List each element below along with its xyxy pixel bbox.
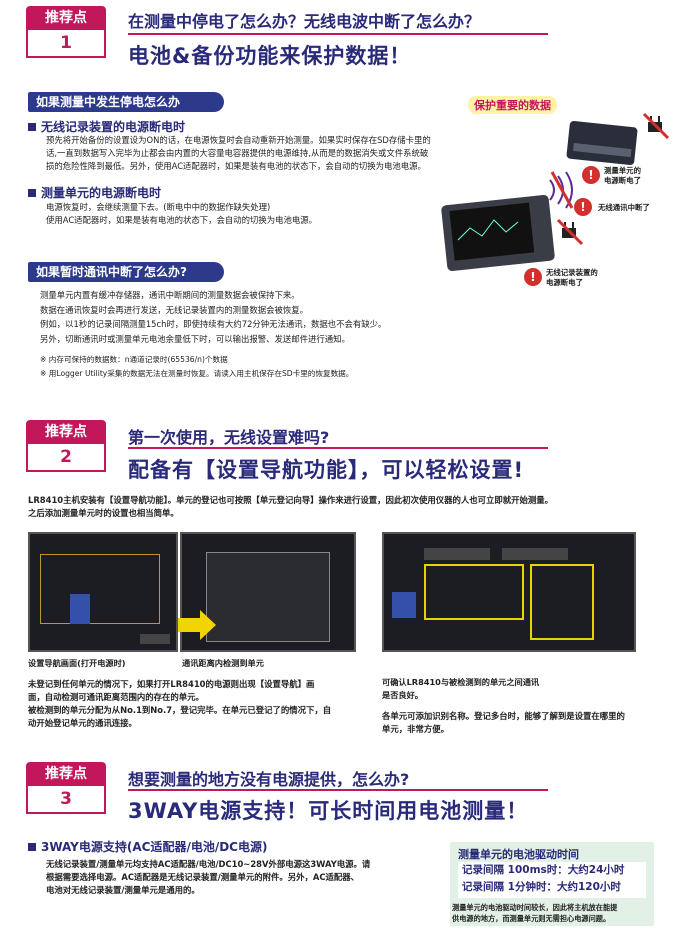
point-badge-3: 推荐点 3 bbox=[26, 762, 106, 814]
note-logger-utility: ※ 用Logger Utility采集的数据无法在测量时恢复。请读入用主机保存在… bbox=[40, 369, 354, 378]
para-3way-power: 无线记录装置/测量单元均支持AC适配器/电池/DC10~28V外部电源这3WAY… bbox=[46, 859, 371, 895]
para-comm: 测量单元内置有缓冲存储器，通讯中断期间的测量数据会被保持下来。数据在通讯恢复时会… bbox=[40, 290, 387, 344]
section1-title: 电池&备份功能来保护数据！ bbox=[128, 44, 412, 68]
subhead-3way-power: 3WAY电源支持(AC适配器/电池/DC电源) bbox=[28, 838, 267, 855]
section1-pill-comm: 如果暂时通讯中断了怎么办? bbox=[28, 262, 224, 282]
badge-number: 1 bbox=[26, 30, 106, 58]
measurement-unit-icon bbox=[566, 120, 638, 166]
section1-pill-power: 如果测量中发生停电怎么办 bbox=[28, 92, 224, 112]
divider bbox=[128, 789, 548, 791]
wireless-logger-icon bbox=[441, 195, 555, 271]
alert-icon: ! bbox=[574, 198, 592, 216]
arrow-right-icon bbox=[178, 610, 216, 640]
para-logger-power: 预先将开始备份的设置设为ON的话，在电源恢复时会自动重新开始测量。如果实时保存在… bbox=[46, 135, 431, 171]
section2-title: 配备有【设置导航功能】，可以轻松设置! bbox=[128, 458, 525, 482]
plug-icon bbox=[556, 218, 584, 246]
section1-subtitle: 在测量中停电了怎么办？无线电波中断了怎么办？ bbox=[128, 12, 481, 31]
para-setup-navi: 未登记到任何单元的情况下，如果打开LR8410的电源则出现【设置导航】画面，自动… bbox=[28, 679, 332, 728]
caption-comm-check: 可确认LR8410与被检测到的单元之间通讯是否良好。 bbox=[382, 677, 540, 700]
caption-unit-detect: 通讯距离内检测到单元 bbox=[182, 658, 264, 668]
badge-label: 推荐点 bbox=[26, 762, 106, 786]
note-memory: ※ 内存可保持的数据数：n通道记录时(65536/n)个数据 bbox=[40, 355, 228, 364]
bullet-square-icon bbox=[28, 123, 36, 131]
section3-title: 3WAY电源支持！可长时间用电池测量！ bbox=[128, 799, 529, 823]
badge-number: 2 bbox=[26, 444, 106, 472]
battery-time-box: 测量单元的电池驱动时间 记录间隔 100ms时：大约24小时记录间隔 1分钟时：… bbox=[450, 842, 654, 926]
alert-icon: ! bbox=[524, 268, 542, 286]
subhead-logger-power: 无线记录装置的电源断电时 bbox=[28, 118, 185, 135]
badge-number: 3 bbox=[26, 786, 106, 814]
tag-comm: 无线通讯中断了 bbox=[598, 203, 650, 212]
comm-check-screenshot bbox=[382, 532, 636, 652]
unit-detect-screenshot bbox=[180, 532, 356, 652]
battery-box-rows: 记录间隔 100ms时：大约24小时记录间隔 1分钟时：大约120小时 bbox=[458, 862, 646, 898]
caption-setup-navi: 设置导航画面(打开电源时) bbox=[28, 658, 126, 668]
subhead-unit-power: 测量单元的电源断电时 bbox=[28, 184, 161, 201]
logger-illustration bbox=[441, 112, 670, 271]
para-setup-intro: LR8410主机安装有【设置导航功能】。单元的登记也可按照【单元登记向导】操作来… bbox=[28, 495, 554, 518]
battery-box-note: 测量单元的电池驱动时间较长，因此将主机放在能提供电源的地方，而测量单元则无需担心… bbox=[452, 903, 618, 923]
battery-box-title: 测量单元的电池驱动时间 bbox=[458, 848, 579, 861]
alert-icon: ! bbox=[582, 166, 600, 184]
setup-navi-screenshot bbox=[28, 532, 178, 652]
protect-data-label: 保护重要的数据 bbox=[468, 96, 557, 114]
para-unit-name: 各单元可添加识别名称。登记多台时，能够了解到是设置在哪里的单元，非常方便。 bbox=[382, 711, 625, 734]
point-badge-1: 推荐点 1 bbox=[26, 6, 106, 58]
divider bbox=[128, 33, 548, 35]
badge-label: 推荐点 bbox=[26, 420, 106, 444]
section3-subtitle: 想要测量的地方没有电源提供，怎么办? bbox=[128, 770, 410, 789]
point-badge-2: 推荐点 2 bbox=[26, 420, 106, 472]
section2-subtitle: 第一次使用，无线设置难吗? bbox=[128, 428, 330, 447]
bullet-square-icon bbox=[28, 189, 36, 197]
divider bbox=[128, 447, 548, 449]
para-unit-power: 电源恢复时，会继续测量下去。(断电中中的数据作缺失处理)使用AC适配器时，如果是… bbox=[46, 202, 318, 225]
badge-label: 推荐点 bbox=[26, 6, 106, 30]
tag-unit-power: 测量单元的电源断电了 bbox=[604, 166, 641, 185]
tag-logger-power: 无线记录装置的电源断电了 bbox=[546, 268, 598, 287]
plug-icon bbox=[642, 112, 670, 140]
bullet-square-icon bbox=[28, 843, 36, 851]
